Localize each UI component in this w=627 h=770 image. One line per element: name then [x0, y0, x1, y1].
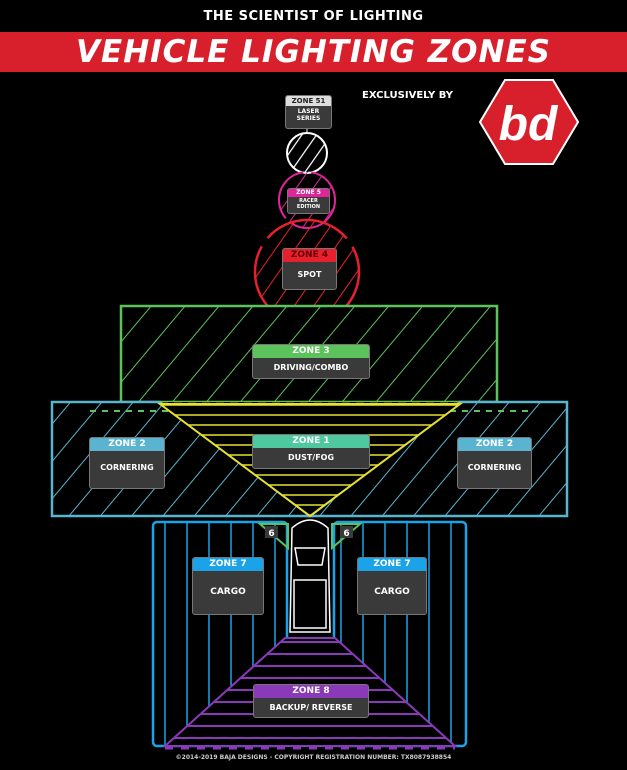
tagline: THE SCIENTIST OF LIGHTING: [203, 9, 424, 24]
zone2-right-name: CORNERING: [467, 463, 522, 472]
zone6-right-label: 6: [343, 529, 349, 539]
zone2-right-title: ZONE 2: [458, 438, 531, 451]
zone7-left-name: CARGO: [210, 587, 246, 597]
zone51-name: LASER SERIES: [296, 108, 321, 122]
exclusively-by-text: EXCLUSIVELY BY: [362, 90, 454, 101]
zone1-title: ZONE 1: [253, 435, 369, 448]
zone6-right: 6: [331, 523, 363, 551]
zone2-left-name: CORNERING: [100, 463, 154, 472]
zone6-left-label: 6: [268, 529, 274, 539]
baja-designs-logo: bd: [478, 79, 580, 165]
zone6-left: 6: [257, 523, 289, 551]
zone7-right-label-box: ZONE 7 CARGO: [357, 557, 427, 615]
title-banner: VEHICLE LIGHTING ZONES: [0, 32, 627, 72]
zone1-name: DUST/FOG: [287, 453, 335, 462]
zone2-right-label-box: ZONE 2 CORNERING: [457, 437, 532, 489]
truck-icon: [289, 519, 331, 633]
zone2-left-title: ZONE 2: [90, 438, 164, 451]
zone5-label-box: ZONE 5 RACER EDITION: [287, 188, 330, 214]
zone51-title: ZONE 51: [286, 96, 331, 106]
zone51-beam: [286, 132, 328, 174]
zone3-name: DRIVING/COMBO: [273, 363, 349, 372]
zone7-right-name: CARGO: [374, 587, 410, 597]
zone3-title: ZONE 3: [253, 345, 369, 358]
zone8-title: ZONE 8: [254, 685, 368, 698]
zone7-left-label-box: ZONE 7 CARGO: [192, 557, 264, 615]
zone4-label-box: ZONE 4 SPOT: [282, 248, 337, 290]
zone2-left-label-box: ZONE 2 CORNERING: [89, 437, 165, 489]
zone8-name: BACKUP/ REVERSE: [269, 703, 353, 712]
zone7-right-title: ZONE 7: [358, 558, 426, 571]
zone7-left-title: ZONE 7: [193, 558, 263, 571]
zone3-label-box: ZONE 3 DRIVING/COMBO: [252, 344, 370, 379]
zone4-title: ZONE 4: [283, 249, 336, 262]
svg-text:bd: bd: [499, 98, 559, 151]
zone5-title: ZONE 5: [288, 189, 329, 197]
copyright: ©2014-2019 BAJA DESIGNS - COPYRIGHT REGI…: [175, 754, 452, 761]
zone1-label-box: ZONE 1 DUST/FOG: [252, 434, 370, 469]
zone4-name: SPOT: [297, 270, 322, 279]
zone51-label-box: ZONE 51 LASER SERIES: [285, 95, 332, 129]
zone5-name: RACER EDITION: [296, 198, 321, 210]
zone8-label-box: ZONE 8 BACKUP/ REVERSE: [253, 684, 369, 718]
